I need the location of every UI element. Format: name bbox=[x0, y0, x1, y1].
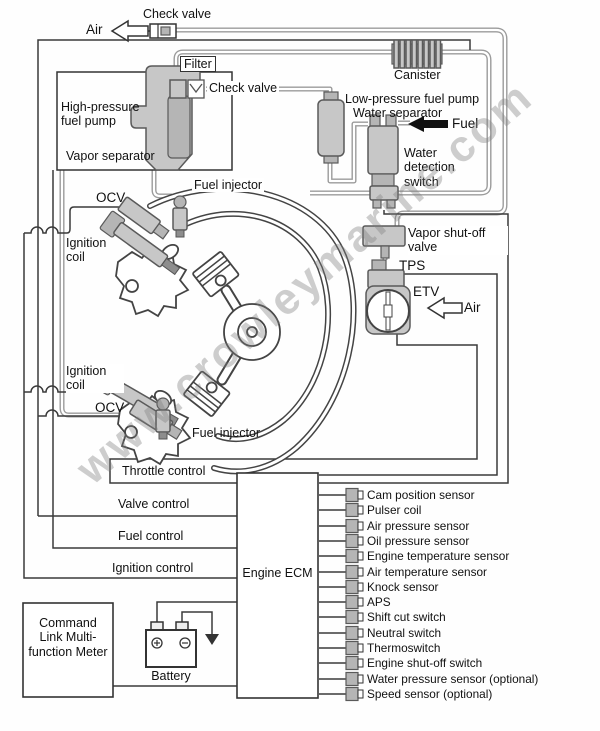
sensor-connector-icon bbox=[319, 518, 364, 534]
sensor-label: Speed sensor (optional) bbox=[367, 687, 493, 701]
sensor-label: Water pressure sensor (optional) bbox=[367, 672, 539, 686]
wire-fuel-control bbox=[52, 170, 237, 549]
sensor-connector-icon bbox=[319, 686, 364, 702]
water-separator-icon bbox=[367, 114, 399, 187]
label-check-valve-top: Check valve bbox=[143, 7, 212, 21]
wire-outer-frame bbox=[37, 39, 471, 516]
wire-throttle-control bbox=[109, 331, 478, 484]
sensor-connector-icon bbox=[319, 548, 364, 564]
fuel-system bbox=[56, 23, 443, 335]
water-detection-switch-icon bbox=[369, 185, 399, 209]
port-top bbox=[125, 279, 139, 293]
port-bottom bbox=[124, 425, 138, 439]
label-ecm: Engine ECM bbox=[242, 566, 313, 580]
sensor-label: Pulser coil bbox=[367, 503, 422, 517]
vapor-shutoff-valve-icon bbox=[362, 225, 406, 259]
throttle-body-icon bbox=[365, 259, 411, 335]
sensor-connector-icon bbox=[319, 579, 364, 595]
sensor-label: Shift cut switch bbox=[367, 610, 446, 624]
wire-water-detection bbox=[319, 210, 509, 484]
fuel-in-arrow-icon bbox=[408, 116, 448, 132]
check-valve-inline-icon-b bbox=[187, 79, 205, 99]
label-meter: Command Link Multi-function Meter bbox=[28, 616, 108, 659]
ocv-top-icon bbox=[117, 196, 170, 240]
label-fuel-inlet: Fuel bbox=[452, 116, 479, 131]
battery-icon bbox=[145, 621, 197, 668]
wire-battery-positive bbox=[156, 601, 237, 622]
fuel-injector-top-icon bbox=[172, 195, 188, 238]
label-high-pressure-pump: High-pressure fuel pump bbox=[61, 100, 140, 129]
piston-bottom bbox=[183, 370, 231, 417]
sensor-connector-icon bbox=[319, 671, 364, 687]
label-ocv-bottom: OCV bbox=[95, 400, 125, 415]
label-throttle-control: Throttle control bbox=[122, 464, 206, 478]
label-tps: TPS bbox=[399, 258, 426, 273]
high-pressure-pump-icon bbox=[167, 95, 191, 159]
sensor-label: Engine shut-off switch bbox=[367, 656, 483, 670]
sensor-connector-icon bbox=[319, 594, 364, 610]
ground-icon bbox=[205, 634, 219, 645]
label-water-detection-switch: Water detection switch bbox=[404, 146, 455, 189]
wire-ocv-bottom bbox=[38, 409, 131, 417]
sensor-label: Thermoswitch bbox=[367, 641, 441, 655]
canister-icon bbox=[391, 39, 443, 69]
check-valve-top-icon bbox=[145, 23, 177, 39]
sensor-connector-icon bbox=[319, 640, 364, 656]
label-air-intake: Air bbox=[464, 300, 481, 315]
sensor-label: APS bbox=[367, 595, 391, 609]
label-ocv-top: OCV bbox=[96, 190, 126, 205]
piston-top bbox=[192, 251, 240, 298]
label-filter: Filter bbox=[180, 56, 216, 73]
check-valve-inline-icon-a bbox=[169, 79, 187, 99]
sensor-label: Cam position sensor bbox=[367, 488, 475, 502]
sensor-connector-icon bbox=[319, 609, 364, 625]
sensor-label: Oil pressure sensor bbox=[367, 534, 470, 548]
ignition-coil-top-icon bbox=[99, 210, 181, 276]
sensor-connector-icon bbox=[319, 487, 364, 503]
flow-arrows bbox=[110, 19, 463, 320]
ecm-and-electrics bbox=[22, 472, 319, 699]
harness-wires bbox=[23, 39, 509, 687]
label-fuel-injector-bottom: Fuel injector bbox=[192, 426, 261, 440]
sensor-connector-icon bbox=[319, 625, 364, 641]
air-in-arrow-icon bbox=[426, 296, 463, 320]
sensor-label: Engine temperature sensor bbox=[367, 549, 510, 563]
label-ignition-control: Ignition control bbox=[112, 561, 194, 575]
label-fuel-injector-top: Fuel injector bbox=[192, 178, 265, 193]
air-out-arrow-icon bbox=[110, 19, 149, 43]
wire-battery-ground bbox=[181, 611, 213, 634]
label-etv: ETV bbox=[413, 284, 440, 299]
sensor-label: Air pressure sensor bbox=[367, 519, 470, 533]
sensor-connector-icon bbox=[319, 502, 364, 518]
fuel-injector-bottom-icon bbox=[155, 397, 171, 440]
label-low-pressure-pump: Low-pressure fuel pump bbox=[345, 92, 480, 106]
sensor-label: Neutral switch bbox=[367, 626, 442, 640]
sensor-label: Knock sensor bbox=[367, 580, 439, 594]
wire-ocv-top bbox=[24, 206, 129, 234]
wire-tps bbox=[319, 273, 498, 476]
sensor-connector-icon bbox=[319, 655, 364, 671]
label-fuel-control: Fuel control bbox=[118, 529, 184, 543]
label-water-separator: Water separator bbox=[353, 106, 443, 120]
meter-box bbox=[22, 602, 114, 698]
label-ignition-coil-top: Ignition coil bbox=[66, 236, 107, 265]
wire-coil-bottom bbox=[24, 385, 111, 393]
ecm-box bbox=[236, 472, 319, 699]
label-ignition-coil-bottom: Ignition coil bbox=[66, 364, 124, 393]
sensor-connector-icon bbox=[319, 564, 364, 580]
vapor-separator-box bbox=[56, 71, 233, 171]
sensor-connector-icon bbox=[319, 533, 364, 549]
label-vapor-shutoff-valve: Vapor shut-off valve bbox=[408, 226, 508, 255]
label-valve-control: Valve control bbox=[118, 497, 190, 511]
wire-ignition-control bbox=[23, 233, 237, 579]
label-vapor-separator: Vapor separator bbox=[66, 149, 155, 163]
fuel-vapor-pipes bbox=[62, 30, 505, 415]
low-pressure-pump-icon bbox=[317, 91, 345, 164]
sensor-label: Air temperature sensor bbox=[367, 565, 487, 579]
label-canister: Canister bbox=[394, 68, 441, 82]
sensor-connectors bbox=[319, 487, 364, 702]
label-air-out: Air bbox=[86, 22, 103, 37]
label-battery: Battery bbox=[151, 669, 191, 683]
label-check-valve-inline: Check valve bbox=[207, 81, 280, 96]
